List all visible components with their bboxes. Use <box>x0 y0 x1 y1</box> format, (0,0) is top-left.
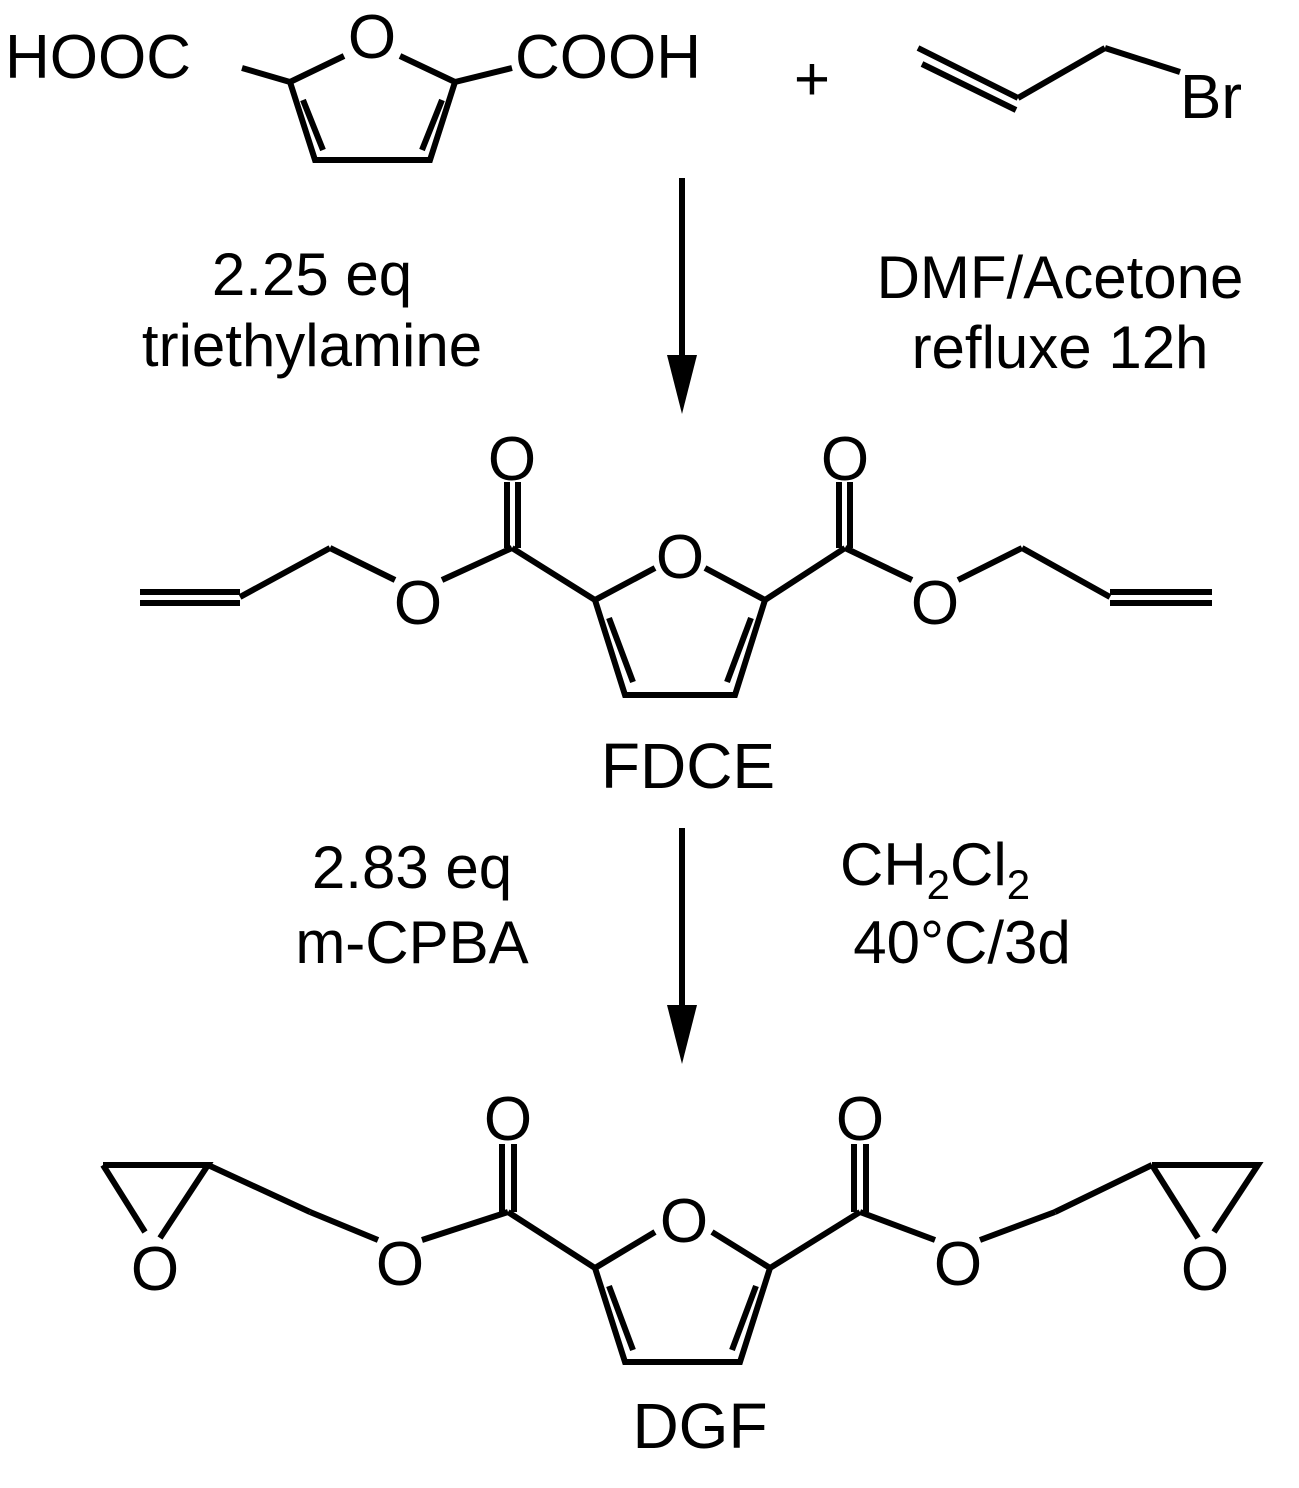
epoxide-ring-right <box>1152 1162 1264 1234</box>
step1-time: refluxe 12h <box>912 314 1209 381</box>
plus-sign: + <box>794 45 830 114</box>
carbonyl-oxygen-left: O <box>488 425 536 494</box>
epoxide-oxygen-left: O <box>131 1235 179 1304</box>
bond <box>1104 45 1181 75</box>
arrow-head <box>667 355 697 414</box>
double-bond-inner <box>419 98 445 152</box>
epoxide-bond <box>100 1163 148 1234</box>
double-bond-inner <box>724 616 754 684</box>
step1-reagent-name: triethylamine <box>142 312 482 379</box>
epoxide-bond <box>1149 1163 1201 1240</box>
br-label: Br <box>1180 63 1242 132</box>
ring-oxygen-label: O <box>348 3 396 72</box>
furan-ring <box>286 53 459 163</box>
bond <box>843 545 914 583</box>
dgf-label: DGF <box>632 1390 767 1462</box>
reaction-arrow-step1 <box>667 178 697 414</box>
epoxide-oxygen-right: O <box>1181 1235 1229 1304</box>
bond <box>328 545 397 583</box>
bond <box>763 545 847 603</box>
bond <box>308 1209 380 1243</box>
step2-reagent-amount: 2.83 eq <box>312 834 512 901</box>
step1-solvent: DMF/Acetone <box>877 244 1244 311</box>
bond <box>238 545 332 600</box>
bond <box>421 1209 509 1243</box>
carbonyl-oxygen-right: O <box>836 1085 884 1154</box>
step2-reagent-name: m-CPBA <box>295 909 528 976</box>
step1-reagent-amount: 2.25 eq <box>212 241 412 308</box>
ester-oxygen-right: O <box>911 569 959 638</box>
double-bond-inner <box>300 98 326 152</box>
step2-solvent: CH2Cl2 <box>840 831 1030 908</box>
bond <box>206 1162 312 1215</box>
ester-oxygen-left: O <box>394 569 442 638</box>
reactant-allyl-bromide: Br <box>916 45 1242 132</box>
arrow-head <box>667 1005 697 1064</box>
product-dgf: O O O O O O O <box>100 1085 1264 1365</box>
epoxide-ring-left <box>103 1162 214 1240</box>
step2-temperature-time: 40°C/3d <box>853 909 1070 976</box>
bond <box>956 545 1024 583</box>
bond <box>768 1209 862 1271</box>
furan-ring <box>591 565 769 698</box>
furan-ring <box>591 1229 774 1365</box>
bond <box>978 1209 1057 1243</box>
bond <box>1053 1162 1154 1215</box>
fdce-label: FDCE <box>601 730 775 802</box>
alkene-double-bond <box>920 61 1018 113</box>
bond <box>858 1209 937 1243</box>
hooc-label: HOOC <box>5 23 191 92</box>
bond <box>454 65 513 85</box>
alkene-bond <box>916 45 1020 101</box>
bond <box>241 65 291 85</box>
ester-oxygen-right: O <box>934 1230 982 1299</box>
bond <box>440 545 514 583</box>
bond <box>510 545 597 603</box>
reactant-fdca: HOOC O COOH <box>5 3 701 163</box>
carbonyl-oxygen-left: O <box>484 1085 532 1154</box>
carbonyl-oxygen-right: O <box>821 425 869 494</box>
bond <box>1020 545 1112 600</box>
reaction-arrow-step2 <box>667 828 697 1064</box>
intermediate-fdce: O O O O O <box>140 425 1212 698</box>
ester-oxygen-left: O <box>376 1230 424 1299</box>
furan-oxygen: O <box>660 1187 708 1256</box>
bond <box>1016 45 1107 101</box>
furan-oxygen: O <box>656 523 704 592</box>
double-bond-inner <box>606 616 636 684</box>
bond <box>506 1209 597 1271</box>
double-bond-inner <box>729 1284 759 1352</box>
cooh-label: COOH <box>515 23 701 92</box>
double-bond-inner <box>606 1284 636 1352</box>
